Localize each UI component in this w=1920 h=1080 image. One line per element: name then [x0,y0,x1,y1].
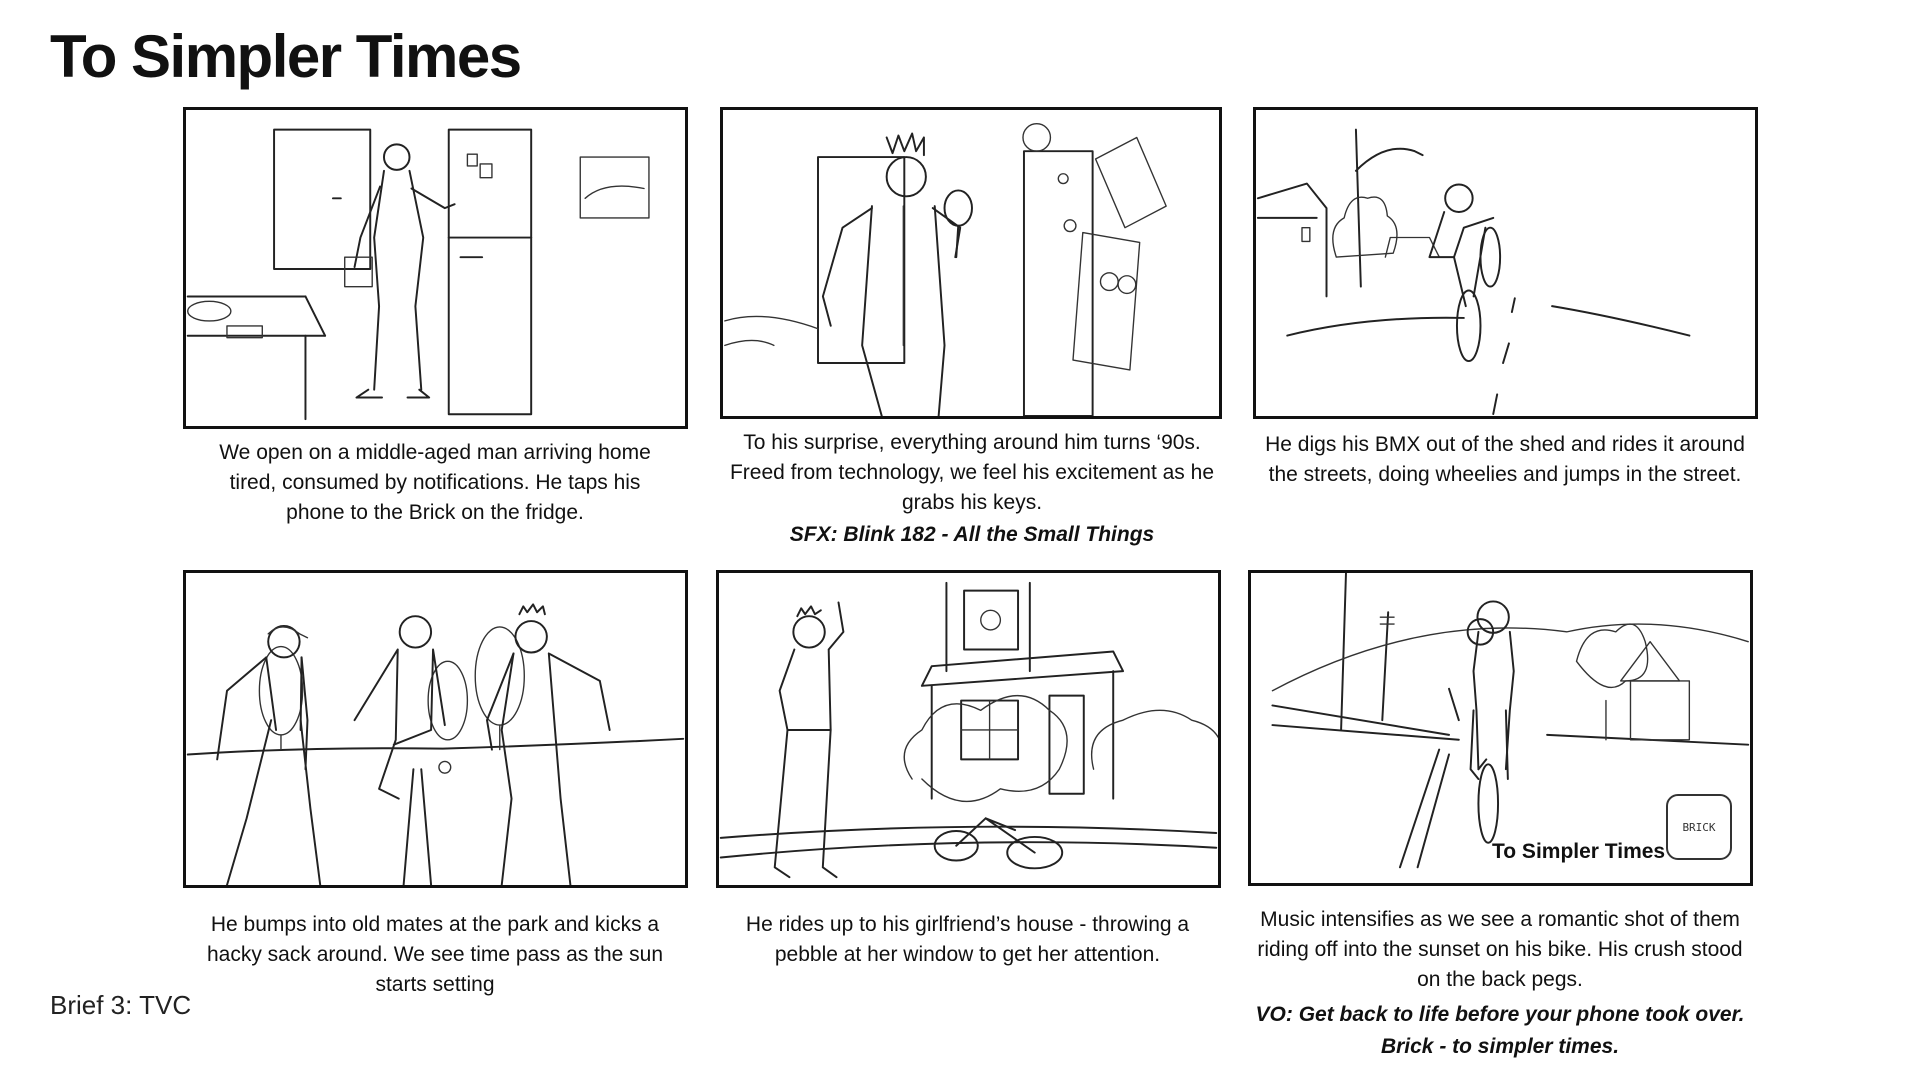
panel-2-description: To his surprise, everything around him t… [729,431,1214,514]
storyboard-panel-1 [183,107,688,429]
panel-2-caption: To his surprise, everything around him t… [722,428,1222,550]
panel-6-voiceover: VO: Get back to life before your phone t… [1255,1003,1745,1058]
girlfriend-house-sketch [719,581,1218,879]
panel-1-caption: We open on a middle-aged man arriving ho… [205,438,665,528]
storyboard-panel-2 [720,107,1222,419]
storyboard-panel-4 [183,570,688,888]
storyboard-panel-3 [1253,107,1758,419]
man-at-fridge-sketch [186,128,650,421]
friends-hacky-sack-sketch [186,603,685,885]
panel-5-description: He rides up to his girlfriend’s house - … [745,913,1190,966]
couple-riding-sketch [1271,573,1750,869]
endcard-tagline: To Simpler Times [1492,840,1666,863]
panel-3-caption: He digs his BMX out of the shed and ride… [1260,430,1750,490]
panel-6-description: Music intensifies as we see a romantic s… [1257,908,1743,991]
panel-4-caption: He bumps into old mates at the park and … [205,910,665,1000]
punk-with-mirror-sketch [724,123,1167,416]
storyboard-panel-6 [1248,570,1753,886]
bmx-wheelie-sketch [1256,128,1691,416]
brick-logo: BRICK [1666,794,1732,860]
brick-logo-text: BRICK [1682,820,1716,834]
panel-2-sfx: SFX: Blink 182 - All the Small Things [789,523,1155,546]
storyboard-panel-5 [716,570,1221,888]
panel-6-caption: Music intensifies as we see a romantic s… [1255,905,1745,1063]
panel-1-description: We open on a middle-aged man arriving ho… [219,441,651,524]
panel-4-description: He bumps into old mates at the park and … [206,913,663,996]
panel-3-description: He digs his BMX out of the shed and ride… [1265,433,1745,486]
page-title: To Simpler Times [50,23,522,90]
brief-label: Brief 3: TVC [50,990,192,1020]
panel-5-caption: He rides up to his girlfriend’s house - … [735,910,1200,970]
